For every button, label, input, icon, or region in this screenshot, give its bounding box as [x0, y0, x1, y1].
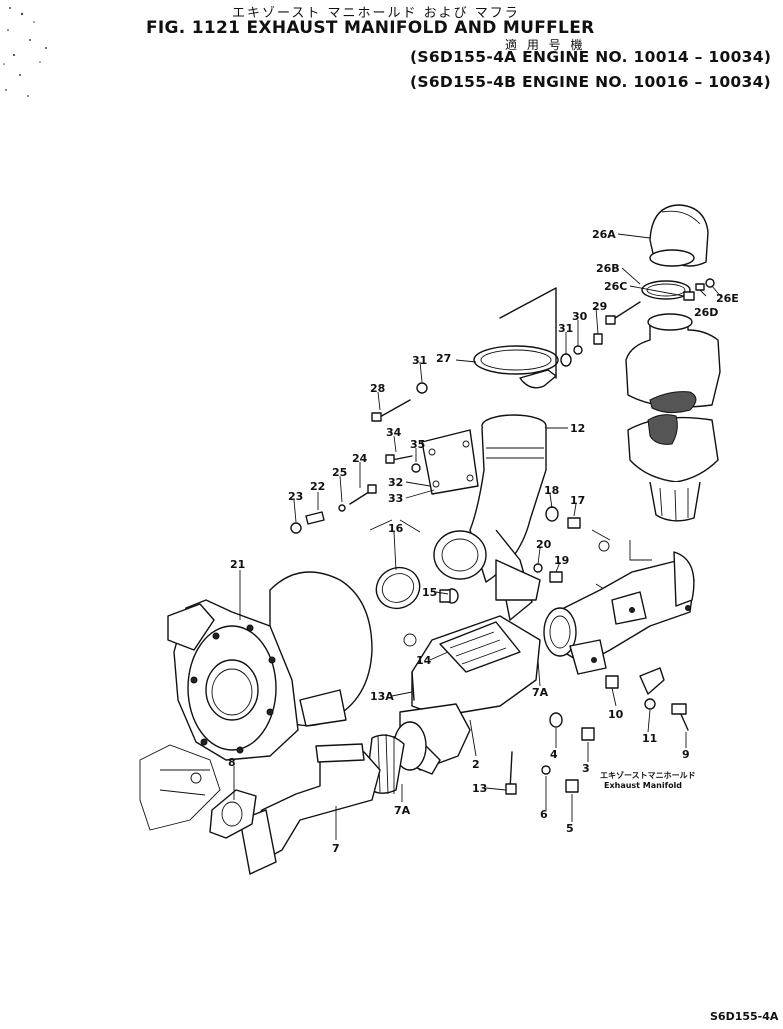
callout-22: 22: [310, 480, 325, 493]
muffler-elbow-26a: [649, 204, 709, 267]
callout-5: 5: [566, 822, 574, 835]
exhaust-manifold-7: [239, 743, 381, 875]
exhaust-manifold-right: [543, 551, 695, 675]
leader-lines: [233, 233, 723, 840]
turbocharger-21: [167, 571, 373, 761]
muffler-clamp-26b: [641, 280, 695, 301]
callout-20: 20: [536, 538, 552, 551]
engine-block-outline: [139, 519, 613, 831]
gasket-8: [209, 789, 257, 839]
callout-17: 17: [570, 494, 585, 507]
lower-hardware-3-6: [411, 671, 595, 795]
small-hardware-29-31: [416, 333, 603, 394]
callout-32: 32: [388, 476, 403, 489]
bolts: [290, 399, 581, 604]
callout-3: 3: [582, 762, 590, 775]
callout-15: 15: [422, 586, 437, 599]
callout-11: 11: [642, 732, 657, 745]
callout-14: 14: [416, 654, 432, 667]
caption-japanese: エキゾーストマニホールド: [600, 770, 696, 780]
callout-26c: 26C: [604, 280, 627, 293]
callout-19: 19: [554, 554, 569, 567]
callout-13a: 13A: [370, 690, 394, 703]
callout-27: 27: [436, 352, 451, 365]
callout-6: 6: [540, 808, 548, 821]
drawing-code: S6D155-4A: [710, 1010, 779, 1023]
callout-28: 28: [370, 382, 385, 395]
callout-8: 8: [228, 756, 236, 769]
callout-23: 23: [288, 490, 303, 503]
callout-7a-right: 7A: [532, 686, 549, 699]
callout-2: 2: [472, 758, 480, 771]
callout-31: 31: [412, 354, 427, 367]
callout-labels: 26A 26B 26C 26D 26E 29 30 31 27 31 28 12…: [228, 228, 739, 855]
applicability-engine-4b: (S6D155-4B ENGINE NO. 10016 – 10034): [410, 73, 772, 91]
callout-31-top: 31: [558, 322, 573, 335]
callout-4: 4: [550, 748, 558, 761]
band-clamp-27: [473, 287, 559, 389]
scan-speckle: [3, 7, 47, 97]
bracket-15: [495, 559, 541, 601]
muffler-clamp-hardware: [605, 278, 715, 325]
callout-24: 24: [352, 452, 368, 465]
callout-7a-left: 7A: [394, 804, 411, 817]
callout-16: 16: [388, 522, 404, 535]
callout-18: 18: [544, 484, 559, 497]
callout-26b: 26B: [596, 262, 620, 275]
callout-21: 21: [230, 558, 245, 571]
applicability-engine-4a: (S6D155-4A ENGINE NO. 10014 – 10034): [410, 48, 772, 66]
gasket-plate-32: [421, 429, 479, 495]
callout-13: 13: [472, 782, 487, 795]
callout-12: 12: [570, 422, 585, 435]
callout-26e: 26E: [716, 292, 739, 305]
caption-english: Exhaust Manifold: [604, 781, 682, 790]
callout-35: 35: [410, 438, 425, 451]
callout-34: 34: [386, 426, 402, 439]
japanese-applicability-label: 適 用 号 機: [505, 38, 586, 52]
callout-26d: 26D: [694, 306, 718, 319]
callout-33: 33: [388, 492, 403, 505]
callout-7: 7: [332, 842, 340, 855]
callout-9: 9: [682, 748, 690, 761]
callout-29: 29: [592, 300, 607, 313]
callout-25: 25: [332, 466, 347, 479]
seal-ring-16: [375, 566, 421, 610]
callout-26a: 26A: [592, 228, 616, 241]
figure-title: FIG. 1121 EXHAUST MANIFOLD AND MUFFLER: [146, 18, 595, 38]
callout-30: 30: [572, 310, 588, 323]
japanese-title: エキゾースト マニホールド および マフラ: [232, 6, 520, 21]
callout-10: 10: [608, 708, 624, 721]
muffler-body-26: [625, 313, 721, 561]
right-hardware-9-11: [605, 667, 689, 731]
